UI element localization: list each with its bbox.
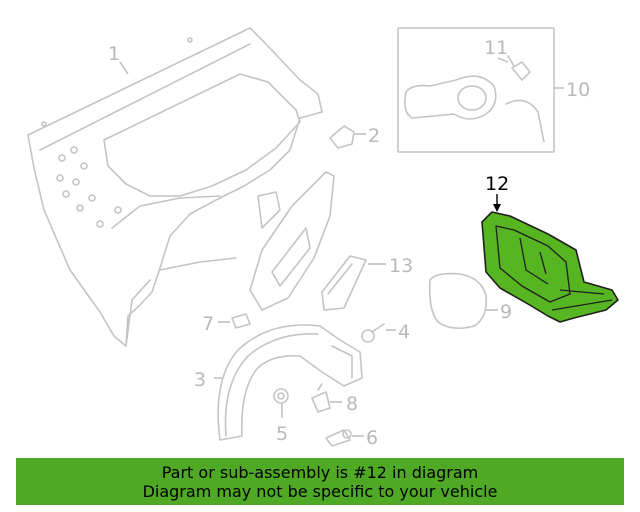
callout-4: 4: [398, 321, 410, 343]
callout-12: 12: [485, 173, 509, 195]
arrowhead-12: [493, 204, 501, 212]
info-banner: Part or sub-assembly is #12 in diagram D…: [16, 458, 624, 505]
banner-line-1: Part or sub-assembly is #12 in diagram: [161, 462, 479, 482]
callout-13: 13: [389, 255, 413, 277]
callout-1: 1: [108, 43, 120, 65]
fuel-filler-housing-part-12: [481, 211, 619, 323]
callout-6: 6: [366, 427, 378, 449]
fastener-part-8: [311, 383, 331, 413]
bracket-part-2: [329, 125, 355, 149]
screw-part-4: [361, 323, 385, 343]
nut-part-5: [273, 388, 289, 404]
fastener-part-6: [325, 429, 352, 447]
callout-7: 7: [202, 313, 214, 335]
callout-3: 3: [194, 369, 206, 391]
banner-line-2: Diagram may not be specific to your vehi…: [142, 481, 498, 501]
callout-labels: 1 2 3 4 5 6 7 8 9 10 11 12 13: [108, 37, 590, 449]
callout-5: 5: [276, 423, 288, 445]
inset-box-parts-10-11: [397, 27, 555, 153]
quarter-panel-part: [27, 27, 323, 347]
callout-8: 8: [346, 393, 358, 415]
parts-diagram: 1 2 3 4 5 6 7 8 9 10 11 12 13: [27, 27, 619, 449]
inner-liner-panel: [249, 171, 335, 311]
callout-2: 2: [368, 125, 380, 147]
wheel-liner-part-3: [217, 324, 363, 441]
bracket-part-13: [321, 255, 367, 311]
callout-9: 9: [500, 301, 512, 323]
callout-10: 10: [566, 79, 590, 101]
leader-lines: [119, 57, 564, 437]
callout-11: 11: [484, 37, 508, 59]
clip-part-7: [231, 313, 251, 329]
fuel-door-part-9: [428, 272, 488, 330]
